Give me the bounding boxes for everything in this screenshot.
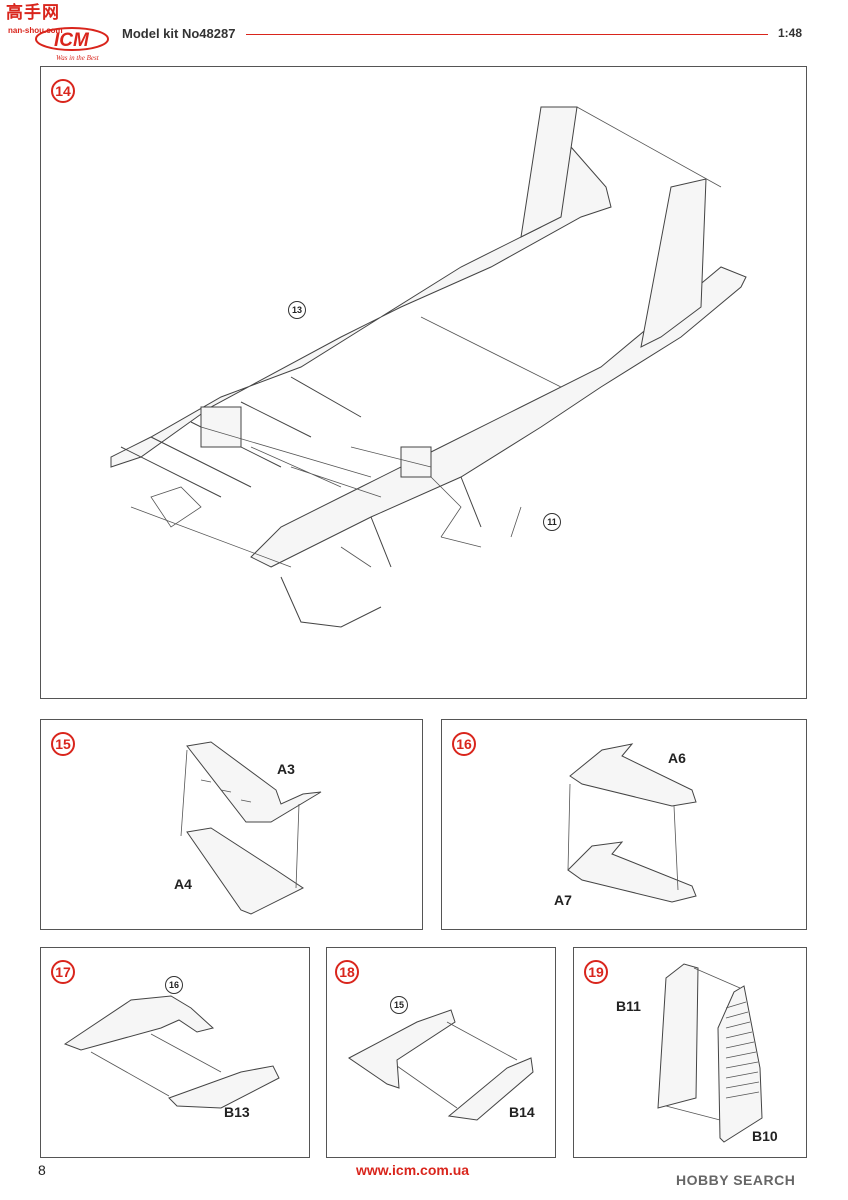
step-18-panel: 18 15 B14	[326, 947, 556, 1158]
part-label-b14: B14	[509, 1104, 535, 1120]
logo-tagline: Was in the Best	[56, 54, 100, 62]
step-15-drawing	[180, 741, 322, 915]
step-17-ref-16: 16	[165, 976, 183, 994]
step-17-panel: 17 16 B13	[40, 947, 310, 1158]
part-label-a3: A3	[277, 761, 295, 777]
part-label-a6: A6	[668, 750, 686, 766]
step-18-drawing	[348, 1009, 534, 1121]
step-16-panel: 16 A6 A7	[441, 719, 807, 930]
step-19-badge: 19	[584, 960, 608, 984]
step-14-ref-11: 11	[543, 513, 561, 531]
step-15-badge: 15	[51, 732, 75, 756]
part-label-b10: B10	[752, 1128, 778, 1144]
fuselage-assembly-drawing	[110, 106, 747, 628]
part-label-b13: B13	[224, 1104, 250, 1120]
step-18-ref-15: 15	[390, 996, 408, 1014]
step-14-ref-13: 13	[288, 301, 306, 319]
website-link[interactable]: www.icm.com.ua	[356, 1162, 470, 1178]
step-18-badge: 18	[335, 960, 359, 984]
icm-logo: ICM Was in the Best	[28, 22, 112, 64]
watermark-logo: 高手网	[6, 3, 60, 22]
part-label-a4: A4	[174, 876, 192, 892]
part-label-b11: B11	[616, 998, 641, 1014]
step-19-drawing	[657, 963, 763, 1143]
step-14-badge: 14	[51, 79, 75, 103]
hobby-search-watermark: HOBBY SEARCH	[676, 1172, 796, 1188]
step-16-drawing	[567, 743, 697, 903]
step-17-badge: 17	[51, 960, 75, 984]
watermark-url: nan-shou.com	[8, 26, 63, 35]
step-19-panel: 19 B11 B10	[573, 947, 807, 1158]
step-14-panel: 14 13 11	[40, 66, 807, 699]
page-number: 8	[38, 1162, 46, 1178]
logo-text: ICM	[54, 30, 90, 51]
part-label-a7: A7	[554, 892, 572, 908]
step-16-badge: 16	[452, 732, 476, 756]
step-17-drawing	[63, 995, 280, 1109]
header-rule	[246, 34, 768, 35]
model-kit-number: Model kit No48287	[122, 26, 236, 41]
step-15-panel: 15 A3 A4	[40, 719, 423, 930]
scale-label: 1:48	[778, 26, 803, 40]
